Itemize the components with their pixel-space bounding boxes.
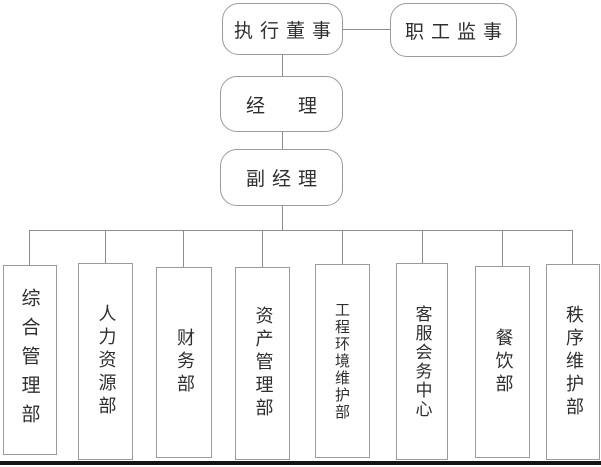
connector-drop-8 (572, 230, 573, 264)
node-employee-supervisor: 职工监事 (390, 3, 517, 57)
node-dept-customer-service-conference-center: 客服会务中心 (396, 263, 448, 460)
node-dept-order-maintenance: 秩序维护部 (546, 264, 600, 460)
bottom-rule (0, 461, 601, 465)
connector-deputy-to-bus (282, 206, 283, 230)
connector-drop-6 (422, 230, 423, 263)
node-dept-catering: 餐饮部 (475, 266, 530, 458)
node-dept-asset-management: 资产管理部 (235, 267, 290, 460)
connector-drop-3 (183, 230, 184, 267)
node-dept-general-management: 综合管理部 (3, 265, 57, 455)
connector-drop-4 (262, 230, 263, 267)
node-dept-finance: 财务部 (156, 267, 212, 458)
connector-bus (29, 230, 573, 231)
node-manager: 经 理 (220, 76, 343, 132)
connector-drop-5 (342, 230, 343, 264)
connector-exec-to-manager (282, 55, 283, 76)
node-dept-human-resources: 人力资源部 (78, 263, 133, 460)
connector-manager-to-deputy (282, 132, 283, 149)
connector-drop-2 (105, 230, 106, 263)
connector-exec-to-supervisor (343, 29, 390, 30)
connector-drop-7 (502, 230, 503, 266)
connector-drop-1 (29, 230, 30, 265)
node-executive-director: 执行董事 (222, 3, 343, 55)
node-dept-engineering-environment-maintenance: 工程环境维护部 (315, 264, 370, 458)
node-deputy-manager: 副经理 (220, 149, 343, 206)
